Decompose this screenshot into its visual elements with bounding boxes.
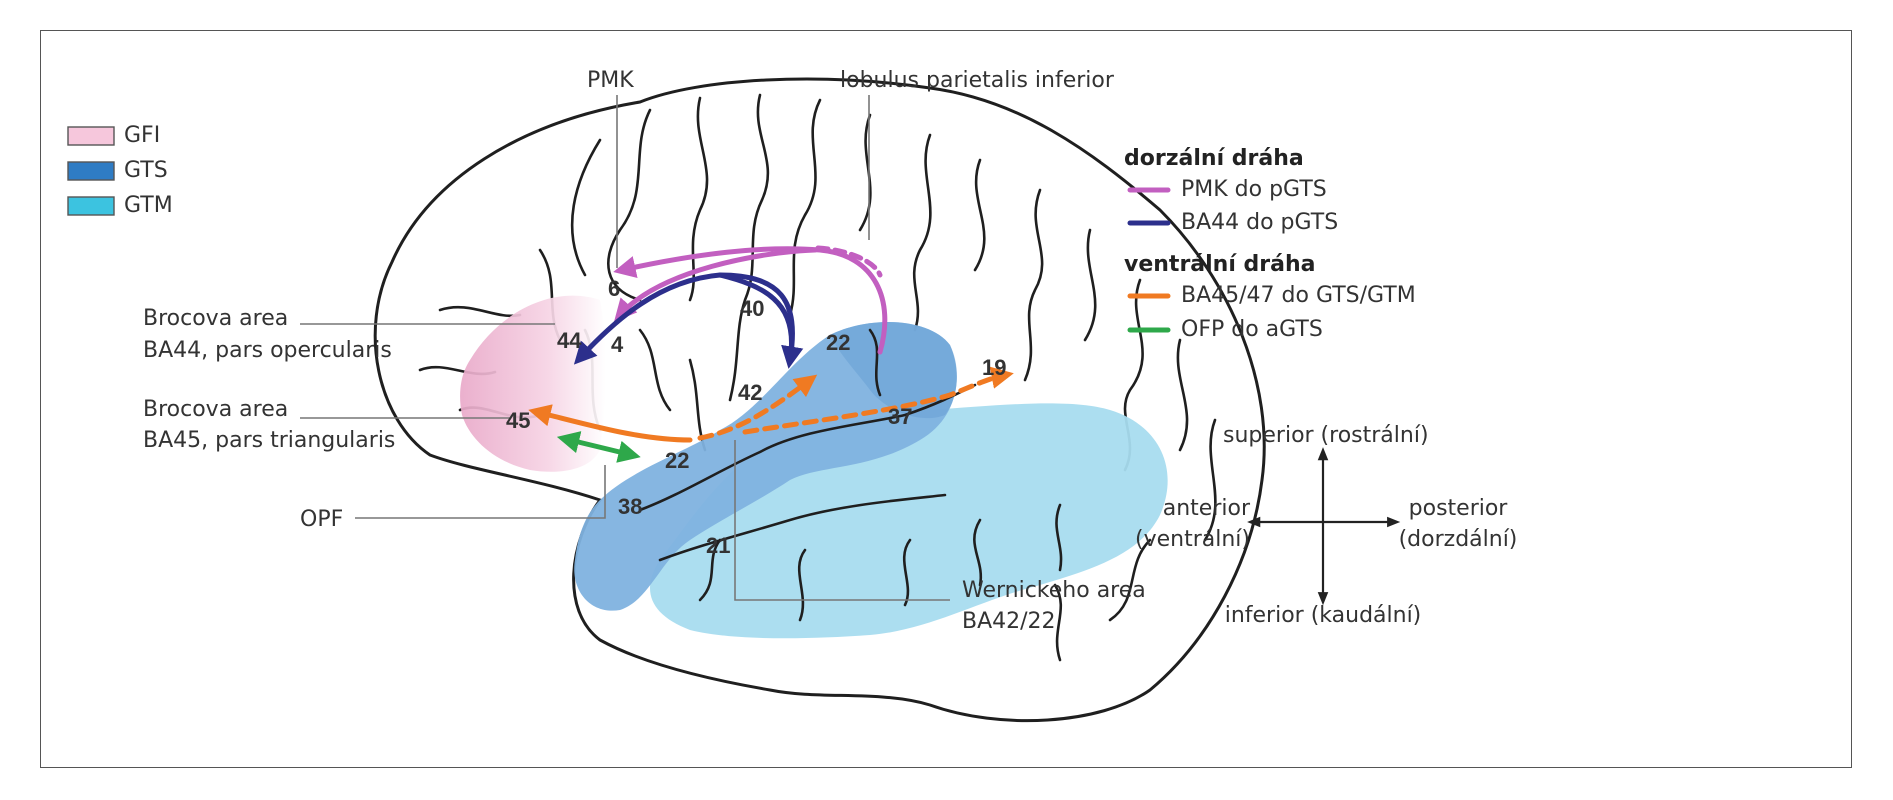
leader-wernicke [734,440,950,601]
legend-label-gts: GTS [124,158,168,183]
area-label: 45 [506,408,531,433]
area-label: 38 [618,494,643,519]
arrow-ba45-orange [528,404,693,443]
orientation-anterior-line2: (ventrální) [1135,527,1250,552]
area-label: 42 [738,380,763,405]
legend-swatch-gfi [67,126,115,146]
callout-opf: OPF [300,507,344,532]
legend-swatch-gtm [67,196,115,216]
arrow-pmk-purple-2 [614,247,818,322]
legend-label-ba44-pgts: BA44 do pGTS [1181,210,1339,235]
area-label: 37 [888,404,913,429]
area-label: 40 [740,296,765,321]
arrow-pmk-purple-dashed [815,245,883,278]
callout-broca45-line1: Brocova area [143,397,289,422]
legend-heading-ventral: ventrální dráha [1124,252,1316,277]
callout-wernicke-line1: Wernickeho area [962,578,1146,603]
legend-label-ba45-gts: BA45/47 do GTS/GTM [1181,283,1416,308]
arrow-ba44-navy-2 [717,272,804,369]
legend-heading-dorsal: dorzální dráha [1124,146,1304,171]
legend-swatch-gts [67,161,115,181]
area-label: 19 [982,355,1007,380]
area-label: 22 [665,448,690,473]
orientation-superior: superior (rostrální) [1223,423,1429,448]
region-gfi [460,295,606,472]
area-label: 4 [611,332,624,357]
callout-broca44-line2: BA44, pars opercularis [143,338,392,363]
figure-frame [40,30,1852,768]
orientation-anterior-line1: anterior [1162,496,1250,521]
area-label: 44 [557,328,582,353]
callout-leaders [300,95,950,601]
callout-broca45-line2: BA45, pars triangularis [143,428,396,453]
arrow-ba45-orange-dashed-2 [742,366,1014,435]
callout-broca44-line1: Brocova area [143,306,289,331]
arrow-opf-green [556,431,641,463]
legend-label-ofp-agts: OFP do aGTS [1181,317,1323,342]
orientation-posterior-line2: (dorzdální) [1398,527,1518,552]
callout-wernicke-line2: BA42/22 [962,609,1056,634]
legend-label-gtm: GTM [124,193,173,218]
area-label: 6 [608,276,621,301]
pathway-legend-swatches [1127,187,1171,333]
callout-lobulus: lobulus parietalis inferior [840,68,1114,93]
pathway-arrows [528,245,1014,463]
region-gts [574,322,957,611]
area-label: 22 [826,330,851,355]
orientation-inferior: inferior (kaudální) [1224,603,1422,628]
area-label: 21 [706,533,731,558]
arrow-ba45-orange-dashed-1 [697,374,818,441]
legend-label-gfi: GFI [124,123,161,148]
region-legend [67,126,115,216]
brain-gyri [418,93,1217,662]
orientation-cross [1247,447,1401,606]
orientation-posterior-line1: posterior [1408,496,1508,521]
callout-pmk: PMK [587,68,634,93]
legend-label-pmk-pgts: PMK do pGTS [1181,177,1327,202]
leader-opf [355,465,606,519]
region-sulci [638,328,1063,622]
